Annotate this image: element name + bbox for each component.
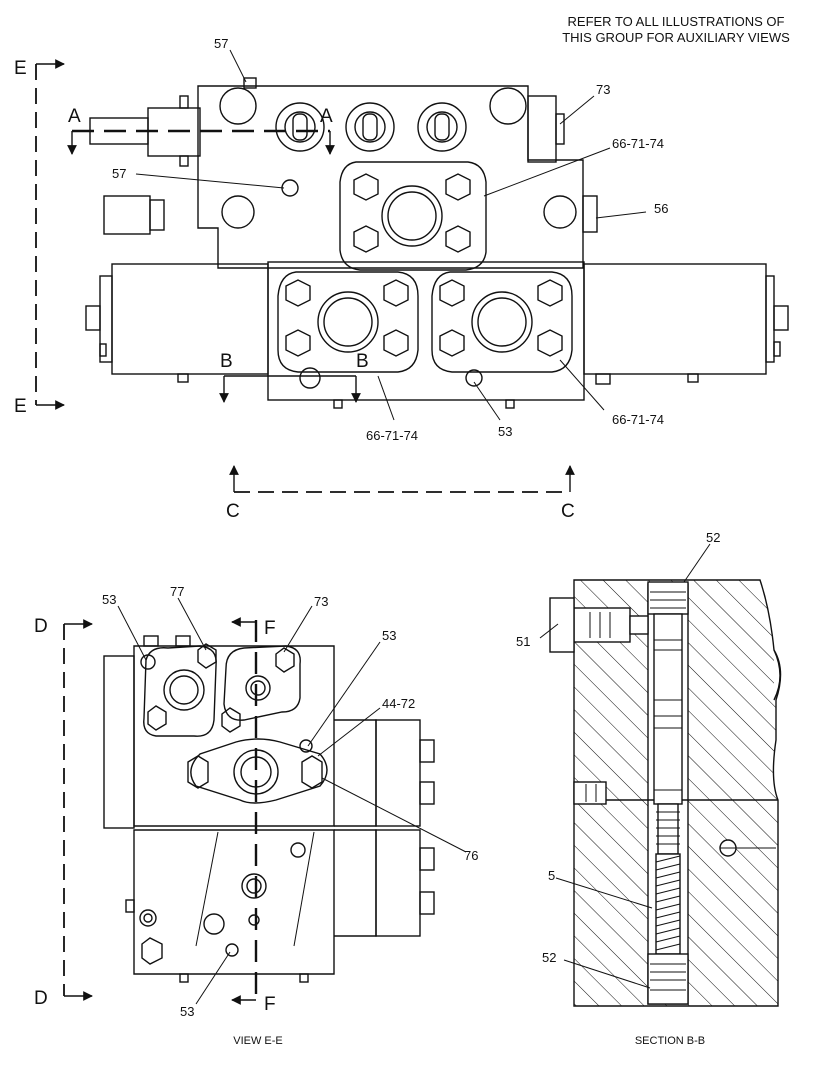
callout-53-ee-bottom: 53 [180,1004,194,1019]
section-letter-d-bottom: D [34,988,48,1009]
callout-51: 51 [516,634,530,649]
callout-76: 76 [464,848,478,863]
callout-57-left: 57 [112,166,126,181]
callout-66-right: 66-71-74 [612,412,664,427]
top-view-valve-body: E E [14,36,789,522]
callout-73-top: 73 [596,82,610,97]
note-line-1: REFER TO ALL ILLUSTRATIONS OF [568,14,785,29]
upper-flange [339,161,487,271]
callout-53-ee-top: 53 [102,592,116,607]
callout-66-upper: 66-71-74 [612,136,664,151]
section-letter-e-bottom: E [14,396,27,417]
section-letter-c-right: C [561,501,575,522]
callout-52-bottom: 52 [542,950,556,965]
note-line-2: THIS GROUP FOR AUXILIARY VIEWS [562,30,790,45]
section-letter-b-right: B [356,351,369,372]
lower-housing [267,261,585,401]
section-letter-b-left: B [220,351,233,372]
section-letter-a-left: A [68,106,81,127]
callout-5: 5 [548,868,555,883]
section-letter-e-top: E [14,58,27,79]
callout-73-ee: 73 [314,594,328,609]
section-letter-f-bottom: F [264,994,276,1015]
label-section-bb: SECTION B-B [635,1035,705,1047]
callout-44-72: 44-72 [382,696,415,711]
callout-53-ee-right: 53 [382,628,396,643]
section-letter-c-left: C [226,501,240,522]
callout-52-top: 52 [706,530,720,545]
callout-57-top: 57 [214,36,228,51]
callout-56: 56 [654,201,668,216]
callout-77: 77 [170,584,184,599]
section-letter-a-right: A [320,106,333,127]
section-letter-f-top: F [264,618,276,639]
section-letter-d-top: D [34,616,48,637]
section-bb: 52 51 5 52 SECTION B-B [516,530,782,1047]
view-ee: D D [34,584,478,1047]
callout-66-left: 66-71-74 [366,428,418,443]
callout-53-top: 53 [498,424,512,439]
label-view-ee: VIEW E-E [233,1035,283,1047]
